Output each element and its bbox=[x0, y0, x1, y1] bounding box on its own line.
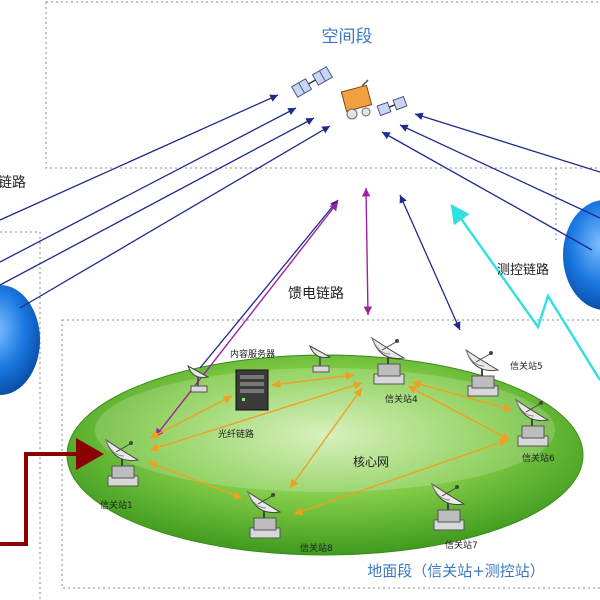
content-server-label: 内容服务器 bbox=[230, 348, 275, 360]
station-label-1: 信关站1 bbox=[100, 499, 133, 511]
station-label-7: 信关站7 bbox=[445, 539, 478, 551]
earth-left-icon bbox=[0, 285, 40, 395]
satellite-icon bbox=[290, 66, 408, 120]
station-label-8: 信关站8 bbox=[300, 542, 333, 554]
ground-segment-label: 地面段（信关站+测控站） bbox=[367, 562, 545, 580]
station-label-4: 信关站4 bbox=[385, 393, 418, 405]
station-label-6: 信关站6 bbox=[522, 452, 555, 464]
station-label-5: 信关站5 bbox=[510, 360, 543, 372]
feeder-link-partial-label: 链路 bbox=[0, 175, 26, 191]
space-segment-box bbox=[45, 1, 600, 169]
fiber-link-label: 光纤链路 bbox=[218, 428, 254, 440]
terrestrial-link bbox=[0, 438, 104, 546]
content-server-icon bbox=[235, 369, 269, 411]
feeder-links-right bbox=[381, 112, 600, 331]
space-segment-label: 空间段 bbox=[322, 27, 373, 47]
ttc-link bbox=[450, 204, 600, 381]
earth-right-icon bbox=[563, 200, 600, 310]
core-links bbox=[147, 371, 513, 516]
left-station-box bbox=[0, 231, 41, 600]
core-network-label: 核心网 bbox=[353, 455, 389, 469]
feeder-link-label: 馈电链路 bbox=[288, 286, 344, 302]
purple-link-station4 bbox=[361, 187, 373, 316]
ttc-link-label: 测控链路 bbox=[497, 262, 549, 278]
